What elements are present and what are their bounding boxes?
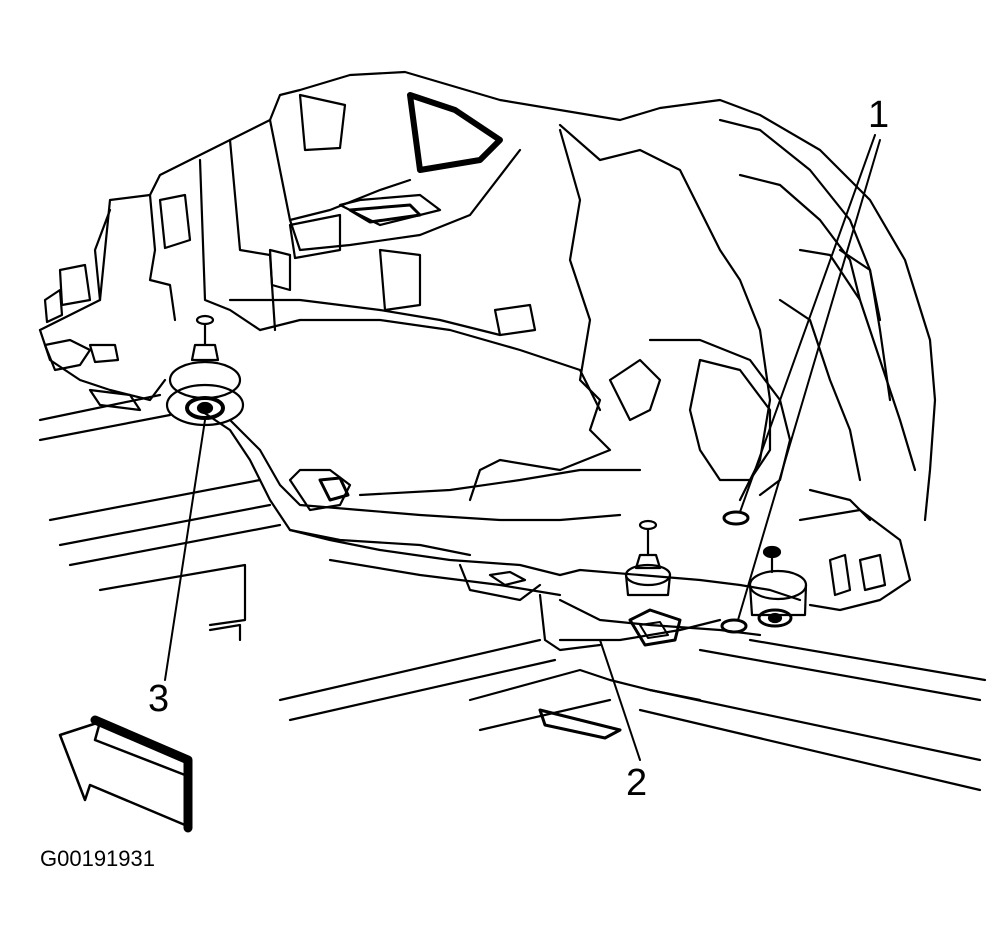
- wheel-well: [468, 118, 917, 502]
- callout-3-label: 3: [148, 678, 170, 720]
- body-mount-rear-center: [624, 519, 672, 597]
- floor-pan: [38, 70, 937, 522]
- body-mount-rear-right: [748, 545, 808, 628]
- cradle-subframe: [198, 408, 912, 652]
- body-mount-bolt-holes: [720, 510, 750, 634]
- callout-2-label: 2: [626, 762, 648, 804]
- callout-leaders: [164, 134, 881, 761]
- figure-id: G00191931: [40, 846, 155, 871]
- frame-rails: [38, 393, 987, 792]
- front-arrow-icon: [58, 715, 193, 833]
- callout-1-label: 1: [868, 94, 890, 136]
- body-mount-front-left: [165, 314, 245, 427]
